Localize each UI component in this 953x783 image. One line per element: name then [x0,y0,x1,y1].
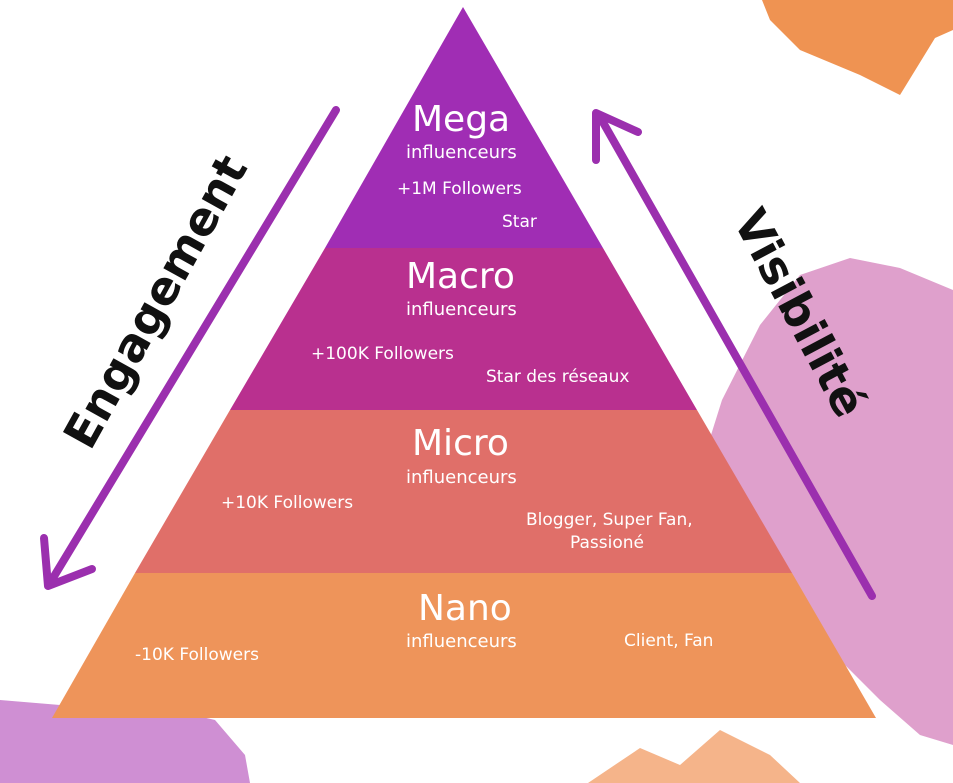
blob-orange-top-right [762,0,953,95]
macro-followers: +100K Followers [311,344,454,364]
micro-subtitle: influenceurs [406,467,517,488]
micro-title: Micro [412,423,509,464]
macro-role: Star des réseaux [486,367,630,387]
tier-macro [230,248,697,410]
nano-subtitle: influenceurs [406,631,517,652]
micro-role-line1: Blogger, Super Fan, [526,510,693,530]
nano-followers: -10K Followers [135,645,259,665]
macro-title: Macro [406,256,515,297]
visibilite-arrow [592,109,876,600]
mega-role: Star [502,212,537,232]
mega-title: Mega [412,99,511,140]
tier-nano [52,573,876,718]
nano-role: Client, Fan [624,631,714,651]
engagement-arrow [40,106,340,590]
tier-mega [325,7,603,248]
macro-subtitle: influenceurs [406,299,517,320]
blob-peach-bottom [588,730,800,783]
micro-followers: +10K Followers [221,493,354,513]
blob-pink-right [700,258,953,745]
micro-role-line2: Passioné [570,533,644,553]
mega-subtitle: influenceurs [406,142,517,163]
blob-purple-bottom-left [0,700,250,783]
tier-micro [135,410,792,573]
mega-followers: +1M Followers [397,179,522,199]
nano-title: Nano [418,588,512,629]
